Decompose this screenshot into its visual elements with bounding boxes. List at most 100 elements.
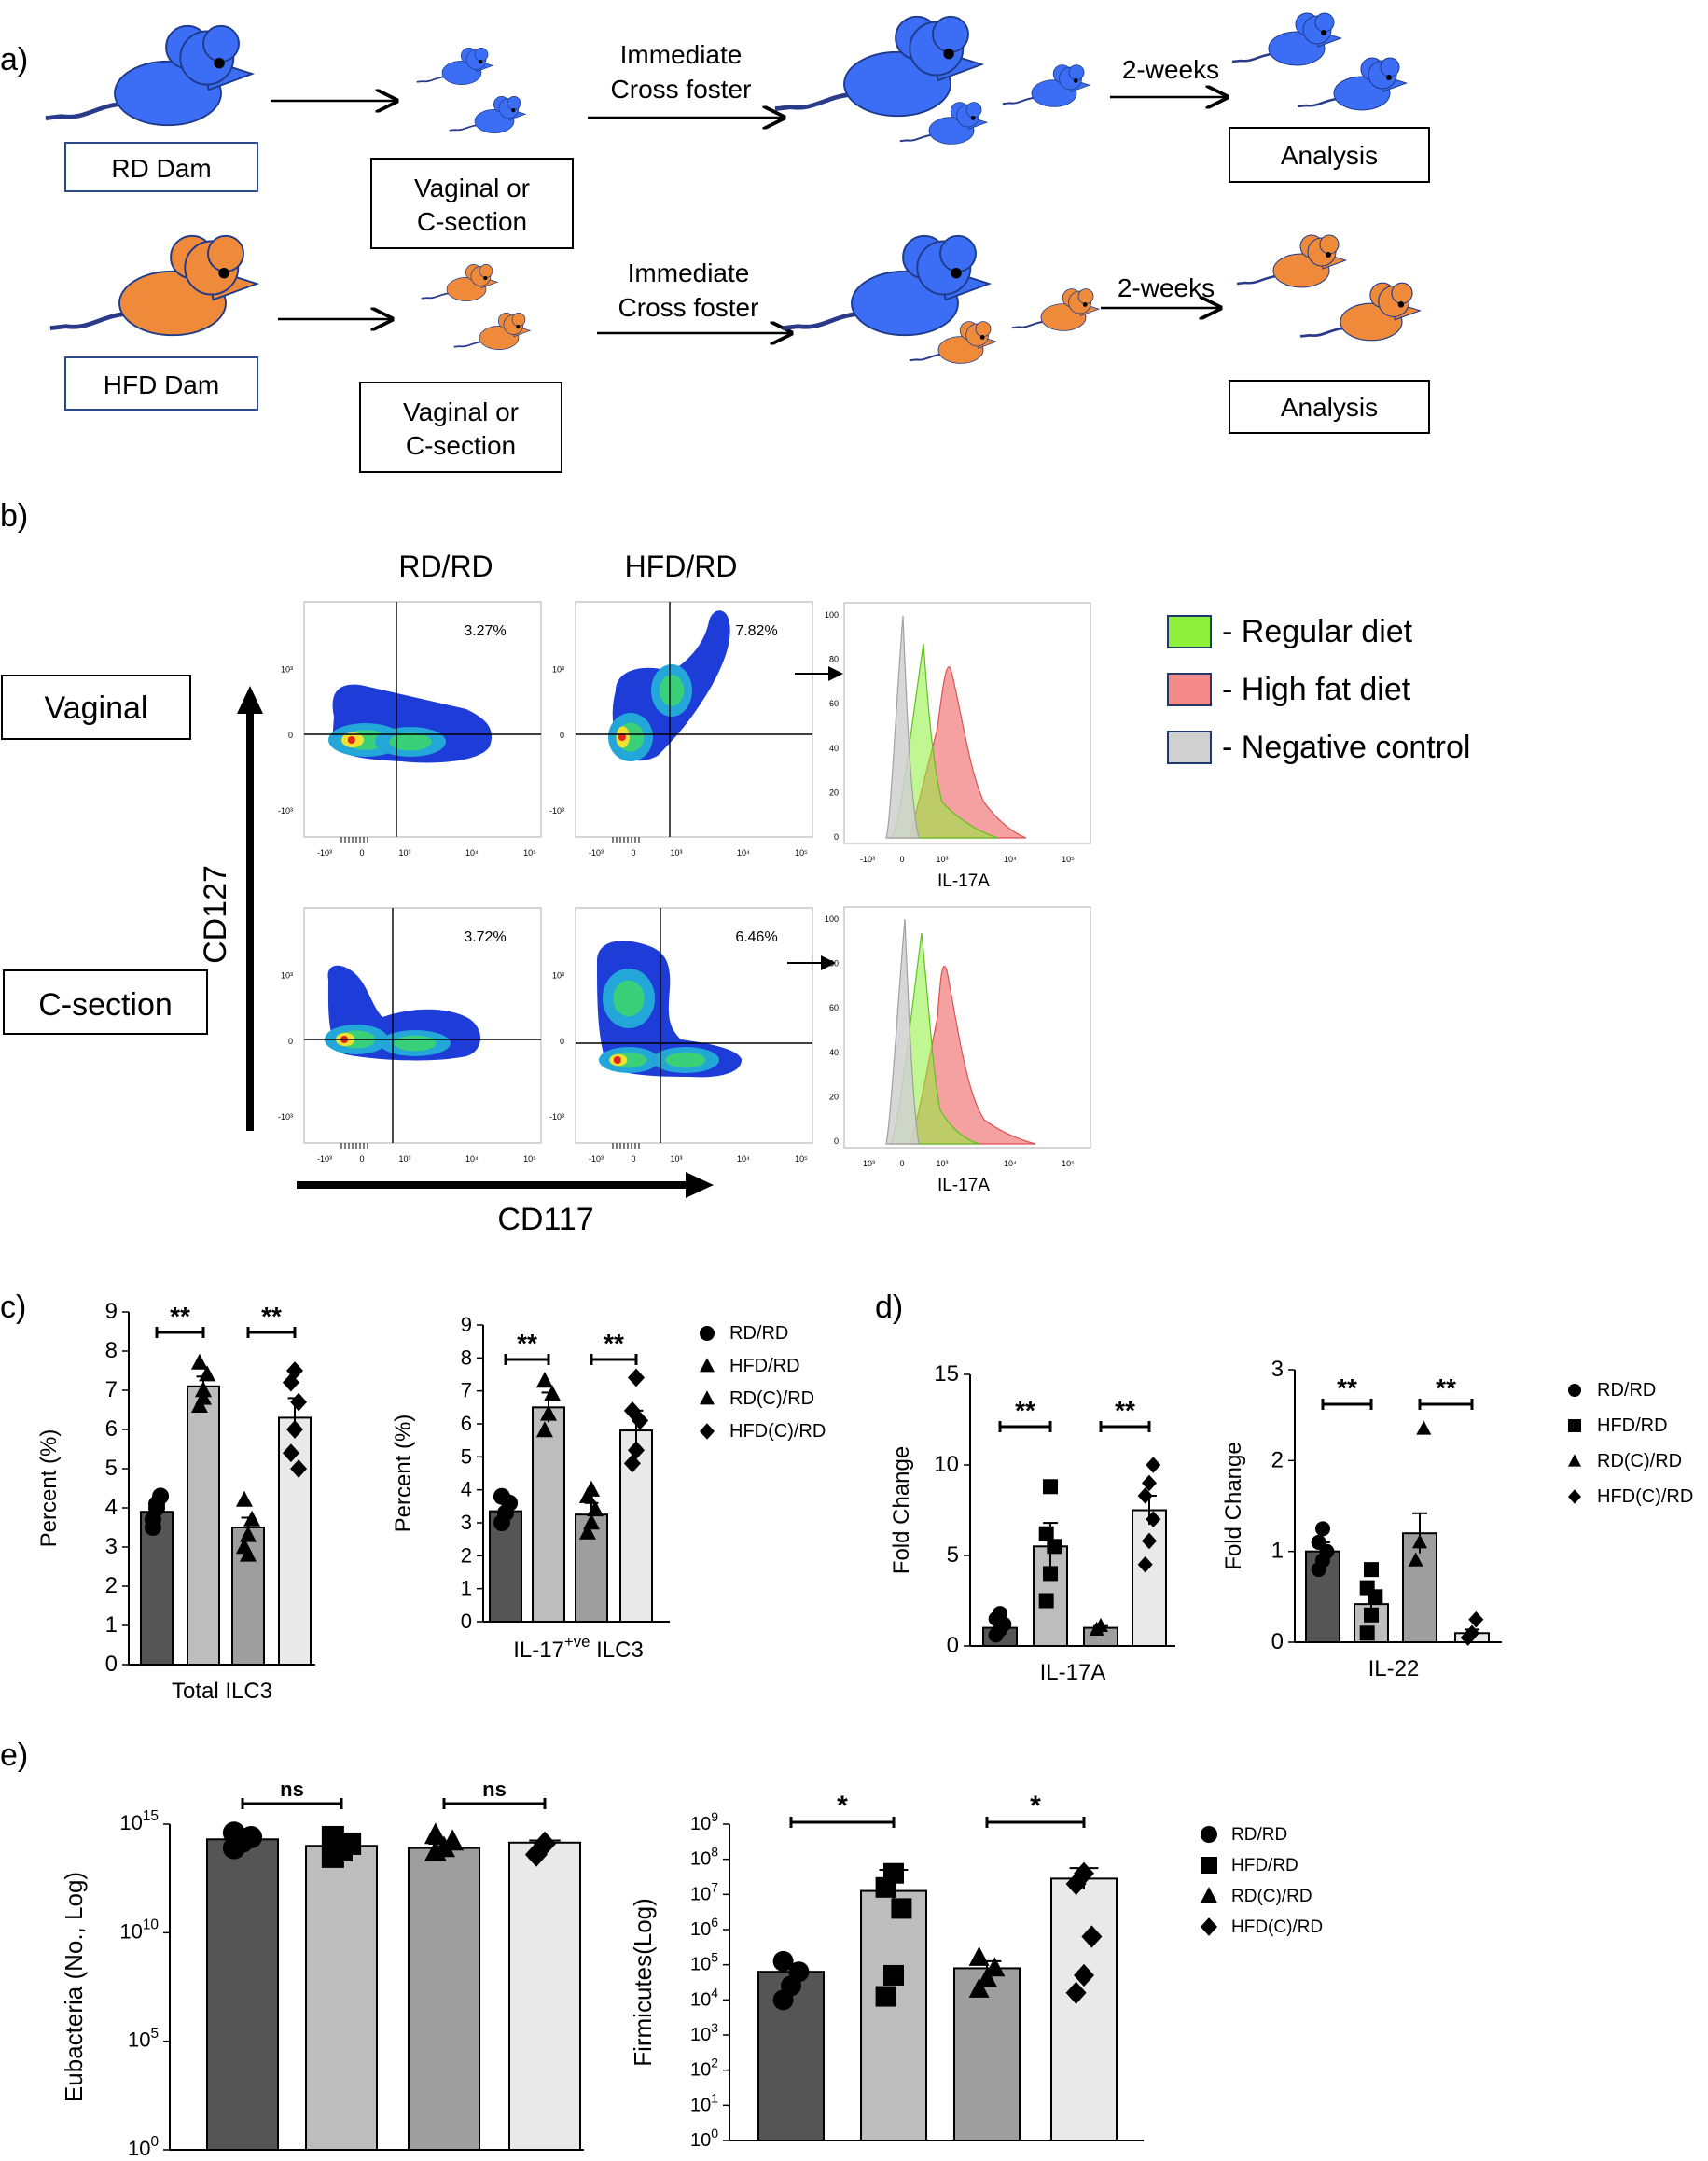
bar-hfd-c-rd <box>508 1841 581 2151</box>
y-tick-label: 15 <box>934 1361 959 1387</box>
x-tick-label: 10⁵ <box>795 1154 808 1164</box>
data-point <box>623 1454 641 1473</box>
y-tick-label: 105 <box>128 2026 159 2052</box>
cd117-arrowhead <box>686 1172 714 1198</box>
x-tick-label: 10⁵ <box>523 848 536 857</box>
foster-pup-top-2 <box>899 102 989 145</box>
significance-label: ** <box>1436 1373 1456 1402</box>
data-point <box>875 1986 896 2007</box>
data-point <box>891 1898 912 1919</box>
mouse-eye <box>1397 301 1405 308</box>
mouse-ear <box>507 96 521 110</box>
x-tick-label: 10³ <box>398 1154 410 1164</box>
x-tick-label: 10³ <box>670 1154 682 1164</box>
legend-label: HFD(C)/RD <box>1231 1917 1323 1937</box>
legend-swatch-negative-control <box>1167 731 1212 764</box>
y-tick-label: 2 <box>461 1543 472 1567</box>
foster-dam-top <box>774 15 985 118</box>
mouse-tail <box>421 292 450 300</box>
mouse-eye <box>1326 252 1331 258</box>
x-tick-label: 10³ <box>936 1159 948 1168</box>
cd117-axis-label: CD117 <box>497 1202 593 1237</box>
mouse-eye <box>1386 75 1392 80</box>
legend-label: RD/RD <box>1231 1825 1287 1845</box>
bar-hfd-rd <box>187 1385 220 1666</box>
legend-marker <box>1201 1917 1217 1936</box>
y-tick-label: 0 <box>560 1037 564 1046</box>
y-tick-label: 7 <box>105 1377 118 1402</box>
x-tick-label: 10³ <box>670 848 682 857</box>
data-point <box>1408 1552 1423 1567</box>
data-point <box>222 1821 245 1845</box>
y-tick-label: 106 <box>690 1915 718 1940</box>
y-tick-label: 2 <box>105 1573 118 1598</box>
y-tick-label: 100 <box>825 914 839 924</box>
histogram-negative <box>885 615 920 839</box>
data-point <box>1047 1539 1062 1555</box>
mouse-eye <box>479 60 483 64</box>
y-axis-label: Firmicutes(Log) <box>629 1898 657 2067</box>
mouse-tail <box>416 76 445 83</box>
legend-label: RD/RD <box>1597 1380 1656 1401</box>
mouse-eye <box>218 268 229 279</box>
csection-row-box <box>3 969 208 1035</box>
panel-label-d: d) <box>875 1290 903 1325</box>
y-tick-label: 1010 <box>119 1917 159 1943</box>
x-tick-label: -10³ <box>589 848 604 857</box>
data-point <box>148 1495 165 1513</box>
mouse-tail <box>774 92 852 111</box>
cd127-axis-label: CD127 <box>198 865 233 964</box>
data-point <box>424 1822 447 1845</box>
data-point <box>1065 1981 1087 2004</box>
significance-label: ns <box>482 1778 507 1801</box>
mouse-eye <box>951 268 962 279</box>
y-tick-label: -10³ <box>278 806 293 816</box>
legend-marker <box>700 1390 715 1405</box>
y-axis-label: Fold Change <box>889 1446 914 1574</box>
data-point <box>493 1487 510 1505</box>
data-point <box>1315 1521 1330 1537</box>
legend-marker <box>1568 1489 1581 1504</box>
y-tick-label: 6 <box>105 1416 118 1442</box>
bar-rd-c-rd <box>575 1513 608 1623</box>
y-tick-label: 0 <box>105 1652 118 1677</box>
legend-marker <box>700 1423 715 1440</box>
x-tick-label: 10³ <box>936 855 948 864</box>
y-tick-label: 100 <box>690 2126 718 2151</box>
foster-pup-top-1 <box>1002 64 1091 107</box>
legend-label: RD(C)/RD <box>1231 1887 1312 1906</box>
histogram-x-label: IL-17A <box>937 871 990 891</box>
x-tick-label: 10³ <box>398 848 410 857</box>
panel-b-flow-cytometry: RD/RD HFD/RD Vaginal C-section CD127 CD1… <box>1 550 1470 1237</box>
mouse-tail <box>1236 274 1278 286</box>
y-tick-label: 100 <box>128 2134 159 2160</box>
data-point <box>1311 1534 1326 1550</box>
mouse-tail <box>453 341 482 348</box>
mouse-ear <box>932 15 969 53</box>
y-tick-label: 109 <box>690 1809 718 1834</box>
gate-percentage: 3.27% <box>464 623 506 639</box>
mouse-eye <box>1082 302 1088 307</box>
legend-label-regular-diet: - Regular diet <box>1222 614 1413 649</box>
y-tick-label: 1 <box>105 1612 118 1638</box>
analysis-pup-bottom-1 <box>1236 234 1348 288</box>
x-axis-label: Total ILC3 <box>172 1679 272 1704</box>
significance-label: * <box>1030 1791 1041 1821</box>
legend-label: RD(C)/RD <box>729 1388 814 1409</box>
legend-marker <box>1201 1887 1217 1903</box>
density-high <box>389 732 432 751</box>
rd-dam-mouse <box>45 24 256 127</box>
data-point <box>540 1404 557 1421</box>
y-tick-label: 8 <box>461 1345 472 1369</box>
delivery-line2-top: C-section <box>417 207 527 236</box>
data-point <box>1416 1420 1432 1435</box>
analysis-pup-top-2 <box>1297 57 1409 111</box>
x-tick-label: 0 <box>899 855 904 864</box>
density-max <box>347 736 355 744</box>
legend-label-negative-control: - Negative control <box>1222 730 1470 765</box>
